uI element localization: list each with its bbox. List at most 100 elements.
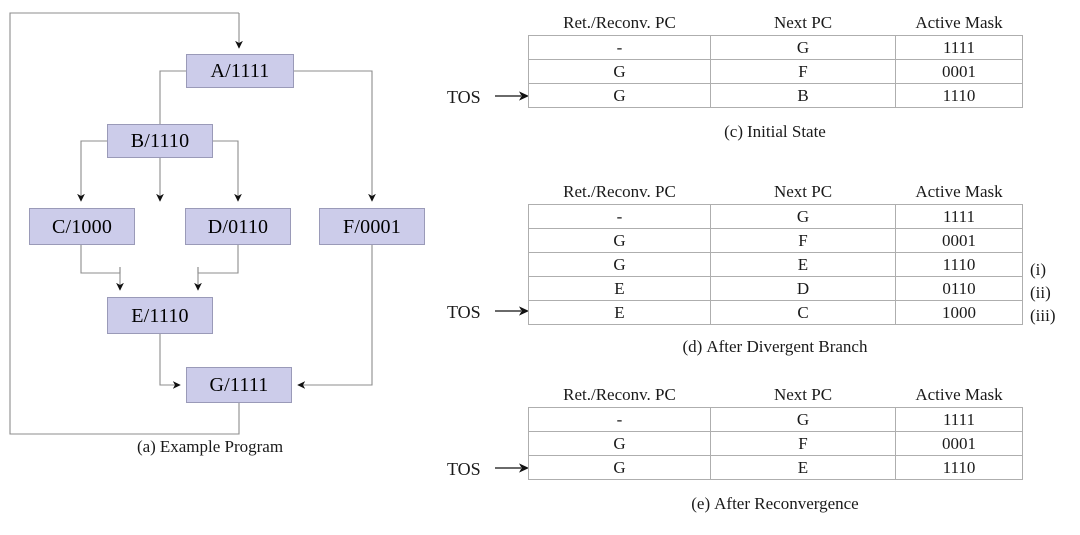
- tos-label-e: TOS: [447, 459, 481, 479]
- node-f-label: F/0001: [343, 215, 401, 238]
- cell-active-mask: 1111: [895, 203, 1023, 229]
- panel-initial-state: TOS Ret./Reconv. PC Next PC Active Mask …: [0, 0, 1080, 150]
- figure-e-caption: (e)After Reconvergence: [528, 494, 1022, 514]
- col-header-ret-pc: Ret./Reconv. PC: [563, 13, 676, 32]
- node-g-label: G/1111: [209, 374, 269, 396]
- table-header-row: Ret./Reconv. PC Next PC Active Mask: [529, 182, 1023, 204]
- node-b[interactable]: B/1110: [107, 124, 213, 158]
- panel-after-reconvergence: TOS Ret./Reconv. PC Next PC Active Mask …: [0, 0, 1080, 513]
- col-header-ret-pc: Ret./Reconv. PC: [563, 385, 676, 404]
- figure-d-caption-tag: (d): [682, 337, 703, 356]
- figure-c-caption-tag: (c): [724, 122, 744, 141]
- cell-next-pc: E: [710, 251, 896, 277]
- stack-table-e: Ret./Reconv. PC Next PC Active Mask - G …: [528, 385, 1023, 480]
- edge-g-to-a: [9, 12, 240, 435]
- col-header-next-pc: Next PC: [773, 385, 833, 404]
- cell-ret-pc: G: [528, 251, 711, 277]
- cell-ret-pc: -: [528, 203, 711, 229]
- table-row[interactable]: G E 1110: [528, 251, 1023, 277]
- row-tag-ii: (ii): [1030, 283, 1051, 302]
- table-row[interactable]: E D 0110: [528, 275, 1023, 301]
- node-f[interactable]: F/0001: [319, 208, 425, 245]
- cell-next-pc: C: [710, 299, 896, 325]
- table-row[interactable]: G F 0001: [528, 58, 1023, 84]
- figure-c-caption-text: Initial State: [747, 122, 826, 141]
- cell-ret-pc: G: [528, 227, 711, 253]
- edge-e-to-g: [159, 334, 163, 386]
- cell-next-pc: G: [710, 406, 896, 432]
- cell-active-mask: 0001: [895, 430, 1023, 456]
- tos-label-c: TOS: [447, 87, 481, 107]
- cell-next-pc: F: [710, 227, 896, 253]
- edge-a-to-f: [294, 70, 373, 178]
- cell-ret-pc: -: [528, 406, 711, 432]
- node-e[interactable]: E/1110: [107, 297, 213, 334]
- col-header-ret-pc: Ret./Reconv. PC: [563, 182, 676, 201]
- col-header-active-mask: Active Mask: [915, 13, 1003, 32]
- cell-next-pc: E: [710, 454, 896, 480]
- table-row[interactable]: G E 1110: [528, 454, 1023, 480]
- figure-d-caption: (d)After Divergent Branch: [528, 337, 1022, 357]
- table-row[interactable]: - G 1111: [528, 203, 1023, 229]
- cell-next-pc: G: [710, 203, 896, 229]
- cell-ret-pc: E: [528, 275, 711, 301]
- edge-f-to-g: [300, 245, 373, 386]
- tos-label-d: TOS: [447, 302, 481, 322]
- edge-c-to-e: [80, 245, 121, 274]
- table-row[interactable]: E C 1000: [528, 299, 1023, 325]
- table-row[interactable]: G F 0001: [528, 227, 1023, 253]
- edge-b-to-d: [213, 140, 239, 178]
- cell-active-mask: 0110: [895, 275, 1023, 301]
- col-header-next-pc: Next PC: [773, 13, 833, 32]
- cell-next-pc: D: [710, 275, 896, 301]
- row-tag-i: (i): [1030, 260, 1047, 279]
- table-row[interactable]: G F 0001: [528, 430, 1023, 456]
- node-b-label: B/1110: [130, 130, 190, 152]
- panel-after-divergent-branch: TOS Ret./Reconv. PC Next PC Active Mask …: [0, 0, 1080, 356]
- tos-arrow-d: [495, 306, 529, 316]
- cell-active-mask: 1111: [895, 406, 1023, 432]
- row-tag-iii: (iii): [1030, 306, 1056, 325]
- tos-arrow-c: [495, 91, 529, 101]
- cell-ret-pc: E: [528, 299, 711, 325]
- cell-next-pc: G: [710, 34, 896, 60]
- figure-d-caption-text: After Divergent Branch: [706, 337, 868, 356]
- tos-arrow-e: [495, 463, 529, 473]
- cell-active-mask: 1000: [895, 299, 1023, 325]
- figure-e-caption-tag: (e): [691, 494, 711, 513]
- node-c[interactable]: C/1000: [29, 208, 135, 245]
- edge-b-to-c: [80, 140, 107, 178]
- cell-ret-pc: -: [528, 34, 711, 60]
- node-d[interactable]: D/0110: [185, 208, 291, 245]
- cell-next-pc: F: [710, 430, 896, 456]
- node-d-label: D/0110: [207, 215, 269, 238]
- figure-a-caption-tag: (a): [136, 437, 156, 456]
- figure-c-caption: (c)Initial State: [528, 122, 1022, 142]
- col-header-active-mask: Active Mask: [915, 385, 1003, 404]
- node-a[interactable]: A/1111: [186, 54, 294, 88]
- table-header-row: Ret./Reconv. PC Next PC Active Mask: [529, 13, 1023, 35]
- cell-ret-pc: G: [528, 58, 711, 84]
- cell-active-mask: 1110: [895, 82, 1023, 108]
- cell-active-mask: 1110: [895, 251, 1023, 277]
- node-e-label: E/1110: [131, 304, 189, 327]
- stack-table-c: Ret./Reconv. PC Next PC Active Mask - G …: [528, 13, 1023, 108]
- node-c-label: C/1000: [51, 215, 113, 238]
- cell-ret-pc: G: [528, 454, 711, 480]
- table-row[interactable]: - G 1111: [528, 406, 1023, 432]
- col-header-active-mask: Active Mask: [915, 182, 1003, 201]
- cell-ret-pc: G: [528, 82, 711, 108]
- stack-table-d: Ret./Reconv. PC Next PC Active Mask - G …: [528, 182, 1023, 325]
- flow-graph-edges: [9, 12, 376, 435]
- example-program-figure: A/1111 B/1110 C/1000 D/0110 F/0001 E/111…: [0, 0, 445, 535]
- table-header-row: Ret./Reconv. PC Next PC Active Mask: [529, 385, 1023, 407]
- cell-active-mask: 0001: [895, 227, 1023, 253]
- cell-ret-pc: G: [528, 430, 711, 456]
- node-a-label: A/1111: [210, 60, 270, 82]
- edge-d-to-e: [197, 245, 239, 274]
- node-g[interactable]: G/1111: [186, 367, 292, 403]
- cell-active-mask: 1110: [895, 454, 1023, 480]
- table-row[interactable]: G B 1110: [528, 82, 1023, 108]
- col-header-next-pc: Next PC: [773, 182, 833, 201]
- figure-a-caption-text: Example Program: [159, 437, 284, 456]
